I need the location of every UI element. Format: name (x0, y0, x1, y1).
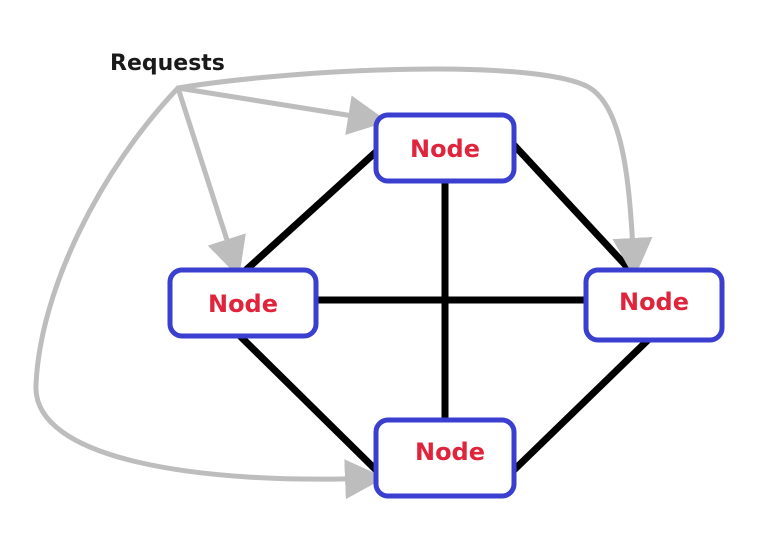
node-top: Node (373, 112, 517, 184)
edge-right-bottom (510, 336, 652, 474)
request-arrow-top (175, 85, 388, 136)
node-bottom-label: Node (415, 438, 485, 466)
node-left: Node (167, 267, 319, 339)
node-left-label: Node (208, 290, 278, 318)
edge-top-right (510, 141, 634, 274)
edge-left-bottom (236, 332, 380, 474)
edge-top-left (242, 146, 382, 274)
requests-label: Requests (110, 51, 225, 76)
request-arrow-left (175, 85, 246, 278)
request-arrows (33, 66, 653, 500)
node-connections (236, 141, 652, 474)
node-right: Node (583, 267, 725, 343)
node-bottom: Node (373, 417, 517, 499)
node-right-label: Node (619, 288, 689, 316)
request-arrow-bottom (33, 85, 385, 500)
node-top-label: Node (410, 135, 480, 163)
request-arrow-right (175, 66, 653, 278)
